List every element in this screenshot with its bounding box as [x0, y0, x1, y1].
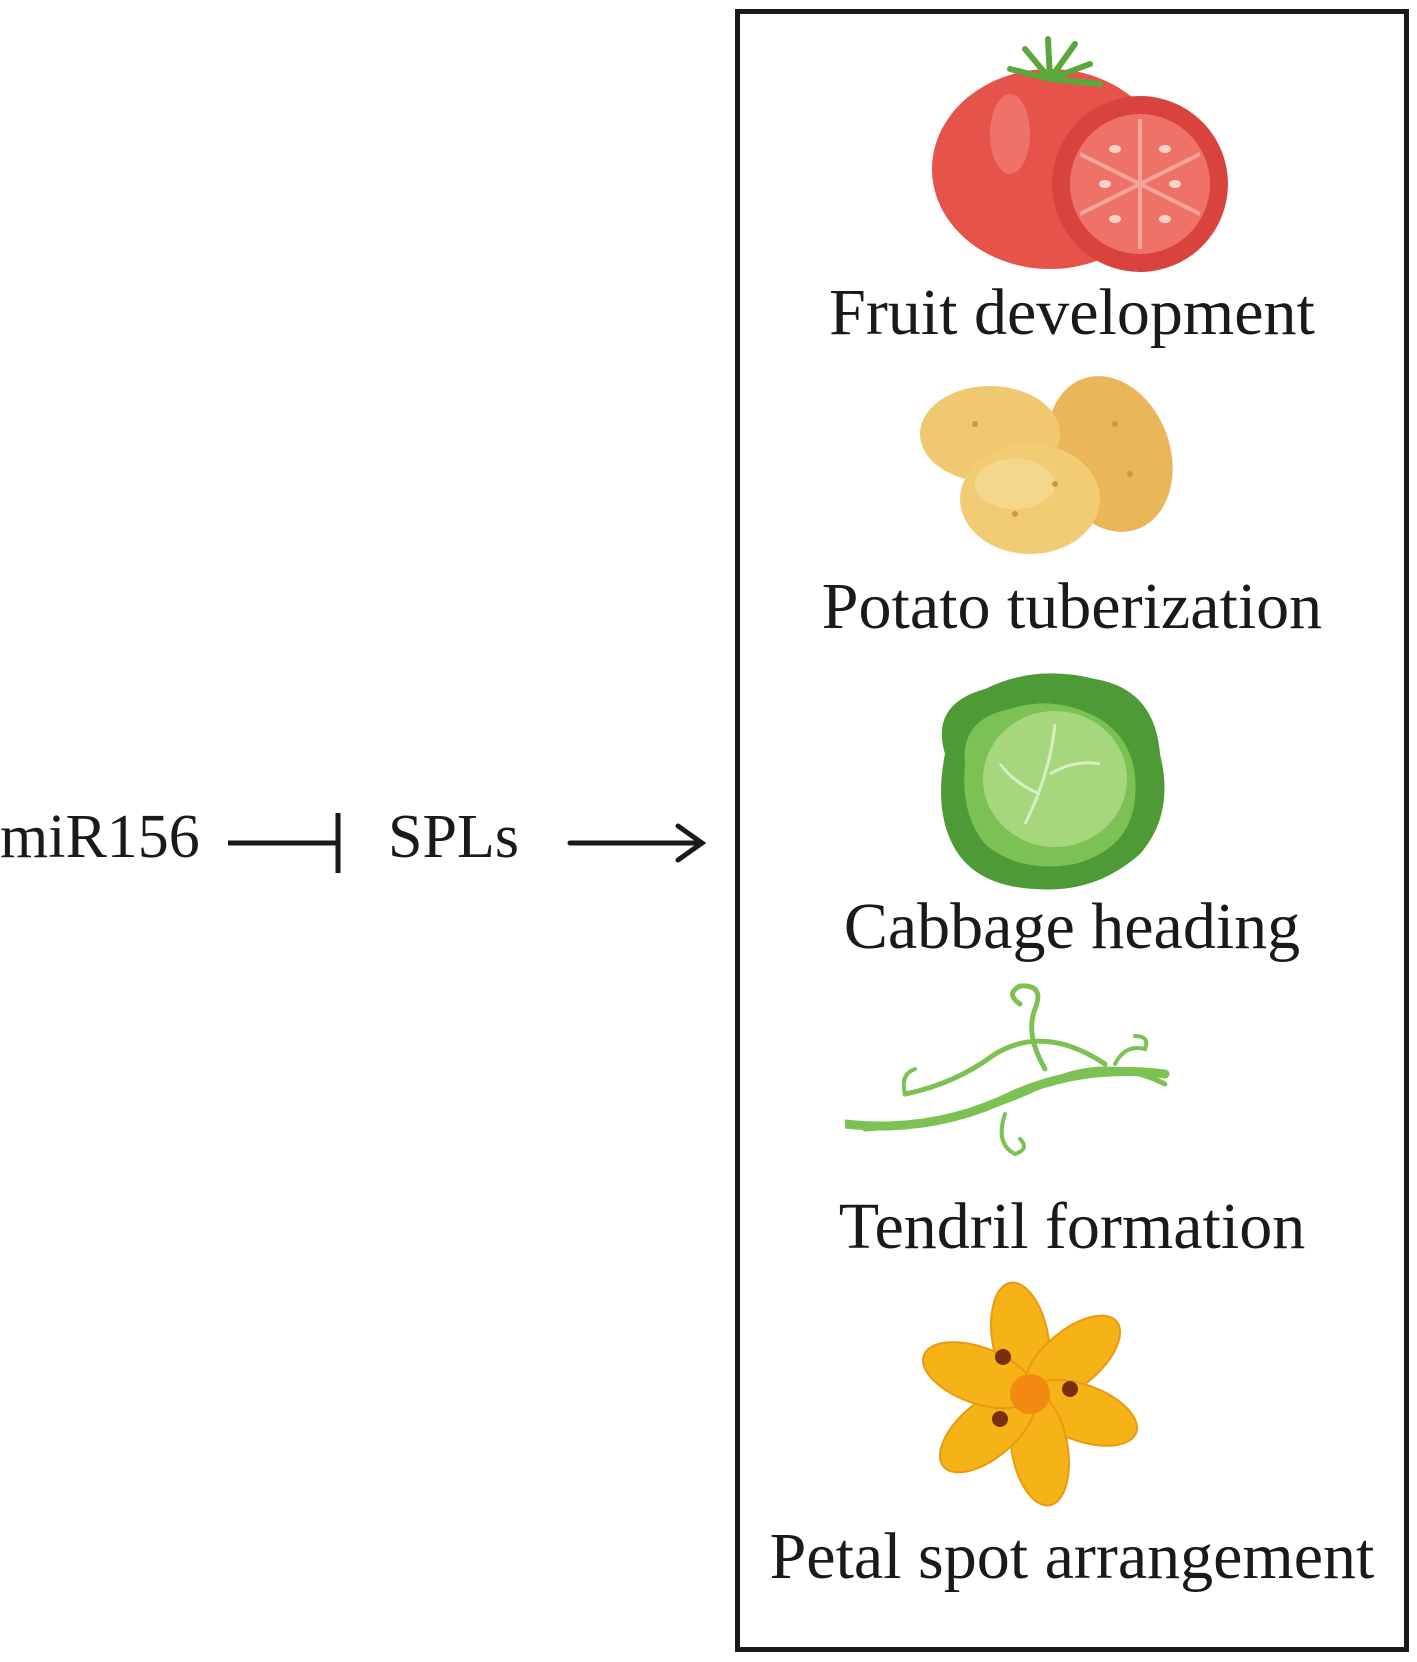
potato-icon — [920, 376, 1173, 554]
outcome-label-petal: Petal spot arrangement — [769, 1520, 1375, 1593]
tomato-icon — [932, 36, 1228, 272]
tendril-icon — [845, 983, 1170, 1157]
node-mir156: miR156 — [0, 803, 200, 871]
outcome-label-cabbage: Cabbage heading — [843, 890, 1301, 963]
outcome-label-tendril: Tendril formation — [838, 1190, 1306, 1263]
node-spls: SPLs — [388, 803, 519, 871]
outcome-label-fruit: Fruit development — [829, 276, 1315, 349]
outcome-label-potato: Potato tuberization — [821, 570, 1323, 643]
outcome-box: Fruit development Potato tuberization Ca… — [735, 9, 1409, 1652]
flower-icon — [921, 1281, 1139, 1507]
activation-arrow — [567, 823, 707, 863]
cabbage-icon — [941, 673, 1165, 890]
pathway-edges — [228, 813, 707, 873]
inhibition-edge — [228, 813, 341, 873]
